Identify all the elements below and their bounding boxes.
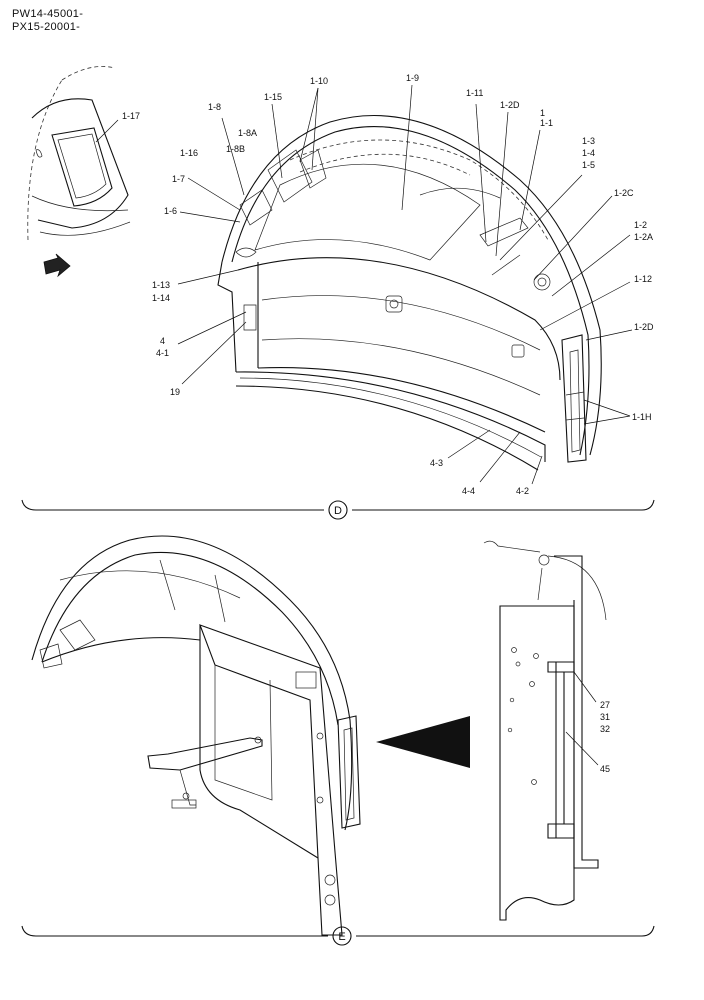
callout-1-2D-top: 1-2D (500, 100, 520, 110)
callouts-section-e: 27 31 32 45 (600, 700, 610, 774)
callout-1-3: 1-3 (582, 136, 595, 146)
view-direction-arrow (43, 253, 71, 278)
callout-4-1: 4-1 (156, 348, 169, 358)
inset-detail-view (27, 66, 131, 241)
callout-1-12: 1-12 (634, 274, 652, 284)
callout-1-8A: 1-8A (238, 128, 257, 138)
callout-1-7: 1-7 (172, 174, 185, 184)
callout-1-1H: 1-1H (632, 412, 652, 422)
callout-1-2D: 1-2D (634, 322, 654, 332)
callout-4-4: 4-4 (462, 486, 475, 496)
callout-4-2: 4-2 (516, 486, 529, 496)
callout-1-4: 1-4 (582, 148, 595, 158)
callout-1-5: 1-5 (582, 160, 595, 170)
callout-1-13: 1-13 (152, 280, 170, 290)
callout-4-3: 4-3 (430, 458, 443, 468)
callout-1-14: 1-14 (152, 293, 170, 303)
roof-frame-assembly (31, 535, 361, 936)
callout-1-6: 1-6 (164, 206, 177, 216)
callout-1-9: 1-9 (406, 73, 419, 83)
callout-1-17: 1-17 (122, 111, 140, 121)
callout-1-1: 1-1 (540, 118, 553, 128)
detail-pointer-triangle (376, 716, 470, 768)
model-serial-line-2: PX15-20001- (12, 21, 81, 33)
callout-45: 45 (600, 764, 610, 774)
callout-1-8B: 1-8B (226, 144, 245, 154)
callout-1-2C: 1-2C (614, 188, 634, 198)
callout-1-16: 1-16 (180, 148, 198, 158)
callout-1-2A: 1-2A (634, 232, 653, 242)
callout-4: 4 (160, 336, 165, 346)
rail-detail-view (483, 540, 607, 921)
section-d-bracket: D (21, 499, 655, 520)
cab-roof-assembly (217, 115, 602, 471)
callout-1-10: 1-10 (310, 76, 328, 86)
callout-31: 31 (600, 712, 610, 722)
callout-1-2: 1-2 (634, 220, 647, 230)
callout-1-8: 1-8 (208, 102, 221, 112)
section-e-bracket: E (21, 925, 655, 946)
callout-32: 32 (600, 724, 610, 734)
callout-1-15: 1-15 (264, 92, 282, 102)
callout-1-11: 1-11 (466, 88, 483, 98)
leader-lines-d (95, 84, 633, 485)
model-serial-line-1: PW14-45001- (12, 8, 84, 20)
callout-27: 27 (600, 700, 610, 710)
section-e-marker: E (338, 931, 345, 943)
callout-1: 1 (540, 108, 545, 118)
section-d-marker: D (334, 505, 342, 517)
callout-19: 19 (170, 387, 180, 397)
callouts-section-d: 1-17 1-8 1-15 1-10 1-9 1-11 1-2D 1 1-1 1… (122, 73, 654, 496)
